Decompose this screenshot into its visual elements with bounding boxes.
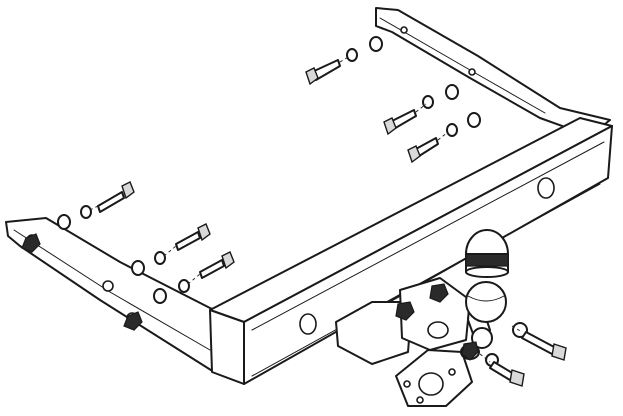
crossbeam-hole-left: [299, 313, 317, 335]
left-side-bracket: [5, 217, 241, 381]
washers: [57, 36, 528, 367]
socket-plate: [335, 277, 473, 407]
tow-ball-cover: [465, 229, 509, 278]
tow-bar-crossbeam: [209, 117, 613, 385]
tow-ball: [460, 281, 507, 360]
nuts: [21, 233, 479, 361]
crossbeam-hole-right: [537, 177, 555, 199]
mounting-bolts: [89, 55, 567, 387]
